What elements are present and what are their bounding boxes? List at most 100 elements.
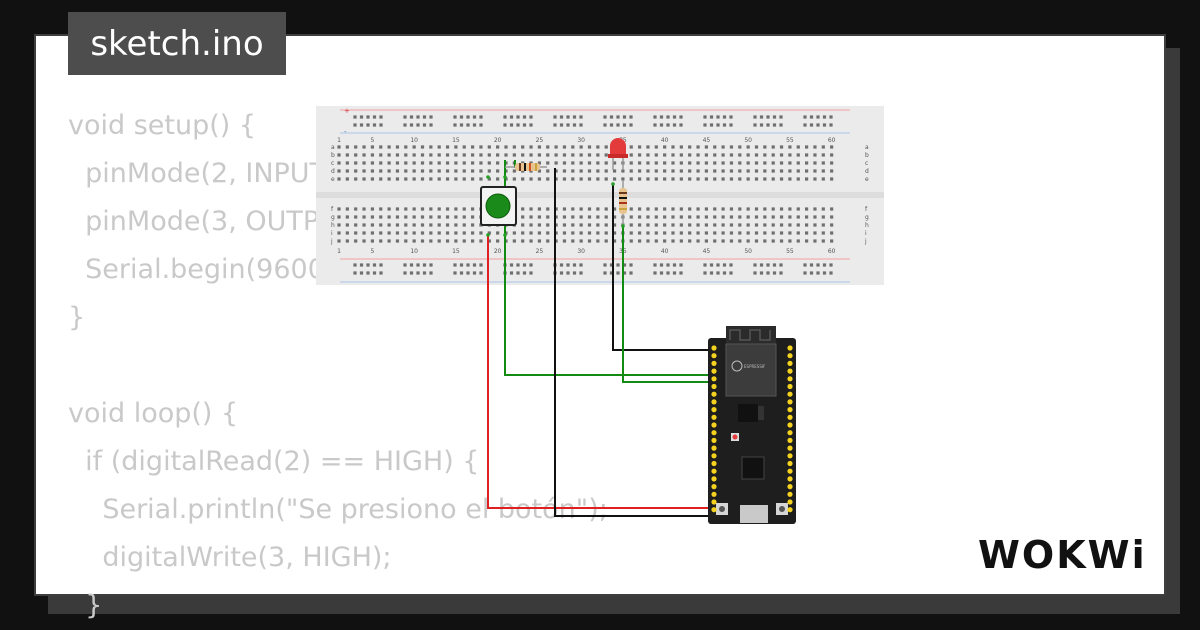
header-pin[interactable] [711, 499, 717, 505]
column-number: 60 [828, 137, 836, 144]
file-tab[interactable]: sketch.ino [68, 12, 286, 75]
column-number: 45 [703, 248, 711, 255]
header-pin[interactable] [711, 468, 717, 474]
header-pin[interactable] [787, 368, 793, 374]
row-letter: c [865, 160, 868, 167]
header-pin[interactable] [787, 484, 793, 490]
header-pin[interactable] [711, 414, 717, 420]
header-pin[interactable] [711, 407, 717, 413]
column-number: 55 [786, 248, 794, 255]
resistor-pulldown[interactable] [505, 163, 547, 171]
header-pin[interactable] [787, 399, 793, 405]
header-pin[interactable] [711, 453, 717, 459]
column-number: 10 [410, 137, 418, 144]
column-number: 25 [536, 248, 544, 255]
header-pin[interactable] [711, 445, 717, 451]
column-number: 20 [494, 137, 502, 144]
header-pin[interactable] [787, 476, 793, 482]
header-pin[interactable] [787, 383, 793, 390]
column-number: 1 [337, 137, 341, 144]
row-letter: e [865, 176, 869, 183]
resistor-led[interactable] [611, 180, 627, 228]
wire-black[interactable] [554, 168, 712, 517]
code-line: void loop() { [68, 398, 239, 429]
header-pin[interactable] [787, 391, 793, 397]
led-red[interactable] [608, 138, 628, 170]
header-pin[interactable] [711, 383, 717, 390]
code-line: void setup() { [68, 110, 257, 141]
header-pin[interactable] [711, 345, 717, 351]
header-pin[interactable] [711, 399, 717, 405]
header-pin[interactable] [787, 453, 793, 459]
column-number: 5 [370, 248, 374, 255]
header-pin[interactable] [787, 499, 793, 505]
pushbutton[interactable] [480, 175, 517, 237]
esp32-board[interactable]: ESPRESSIF [708, 326, 796, 524]
row-letter: d [331, 168, 335, 175]
row-letter: h [865, 222, 869, 229]
header-pin[interactable] [787, 345, 793, 351]
header-pin[interactable] [711, 460, 717, 467]
row-letter: b [331, 152, 335, 159]
code-line: Serial.println("Se presiono el botón"); [68, 494, 608, 525]
row-letter: g [331, 214, 335, 221]
row-letter: g [865, 214, 869, 221]
code-line: Serial.begin(9600); [68, 254, 345, 285]
wire-green-led[interactable] [622, 226, 712, 383]
row-letter: i [865, 230, 867, 237]
wires [487, 160, 712, 517]
column-number: 40 [661, 248, 669, 255]
column-number: 15 [452, 248, 460, 255]
header-pin[interactable] [787, 430, 793, 436]
row-letter: j [864, 238, 867, 245]
wire-green[interactable] [504, 160, 712, 376]
breadboard[interactable]: 1155101015152020252530303535404045455050… [316, 106, 884, 285]
header-pin[interactable] [787, 460, 793, 467]
header-pin[interactable] [711, 376, 717, 382]
brand-name: WOKWi [978, 533, 1147, 577]
header-pin[interactable] [787, 414, 793, 420]
header-pin[interactable] [787, 376, 793, 382]
wire-red[interactable] [487, 235, 712, 509]
header-pin[interactable] [787, 468, 793, 474]
header-pin[interactable] [711, 360, 717, 366]
code-line: } [68, 590, 103, 621]
header-pin[interactable] [787, 353, 793, 359]
file-tab-label: sketch.ino [90, 23, 264, 64]
wire-black-led[interactable] [612, 184, 712, 351]
column-number: 60 [828, 248, 836, 255]
code-line: if (digitalRead(2) == HIGH) { [68, 446, 480, 477]
header-pin[interactable] [787, 437, 793, 443]
header-pin[interactable] [711, 368, 717, 374]
pin-headers [711, 345, 793, 513]
row-letter: f [331, 206, 334, 213]
row-letter: e [331, 176, 335, 183]
code-line: digitalWrite(3, HIGH); [68, 542, 392, 573]
header-pin[interactable] [711, 391, 717, 397]
header-pin[interactable] [711, 484, 717, 490]
header-pin[interactable] [711, 430, 717, 436]
header-pin[interactable] [711, 491, 717, 497]
header-pin[interactable] [711, 353, 717, 359]
row-letter: c [331, 160, 334, 167]
column-number: 25 [536, 137, 544, 144]
column-number: 50 [744, 248, 752, 255]
header-pin[interactable] [787, 407, 793, 413]
row-letter: d [865, 168, 869, 175]
breadboard-holes [337, 115, 834, 275]
header-pin[interactable] [711, 422, 717, 428]
row-letter: j [330, 238, 333, 245]
code-editor: void setup() { pinMode(2, INPUT); pinMod… [68, 102, 608, 630]
header-pin[interactable] [711, 507, 717, 513]
header-pin[interactable] [711, 476, 717, 482]
column-number: 10 [410, 248, 418, 255]
column-number: 55 [786, 137, 794, 144]
header-pin[interactable] [787, 491, 793, 497]
header-pin[interactable] [787, 507, 793, 513]
column-number: 15 [452, 137, 460, 144]
header-pin[interactable] [787, 422, 793, 428]
header-pin[interactable] [787, 360, 793, 366]
header-pin[interactable] [787, 445, 793, 451]
header-pin[interactable] [711, 437, 717, 443]
